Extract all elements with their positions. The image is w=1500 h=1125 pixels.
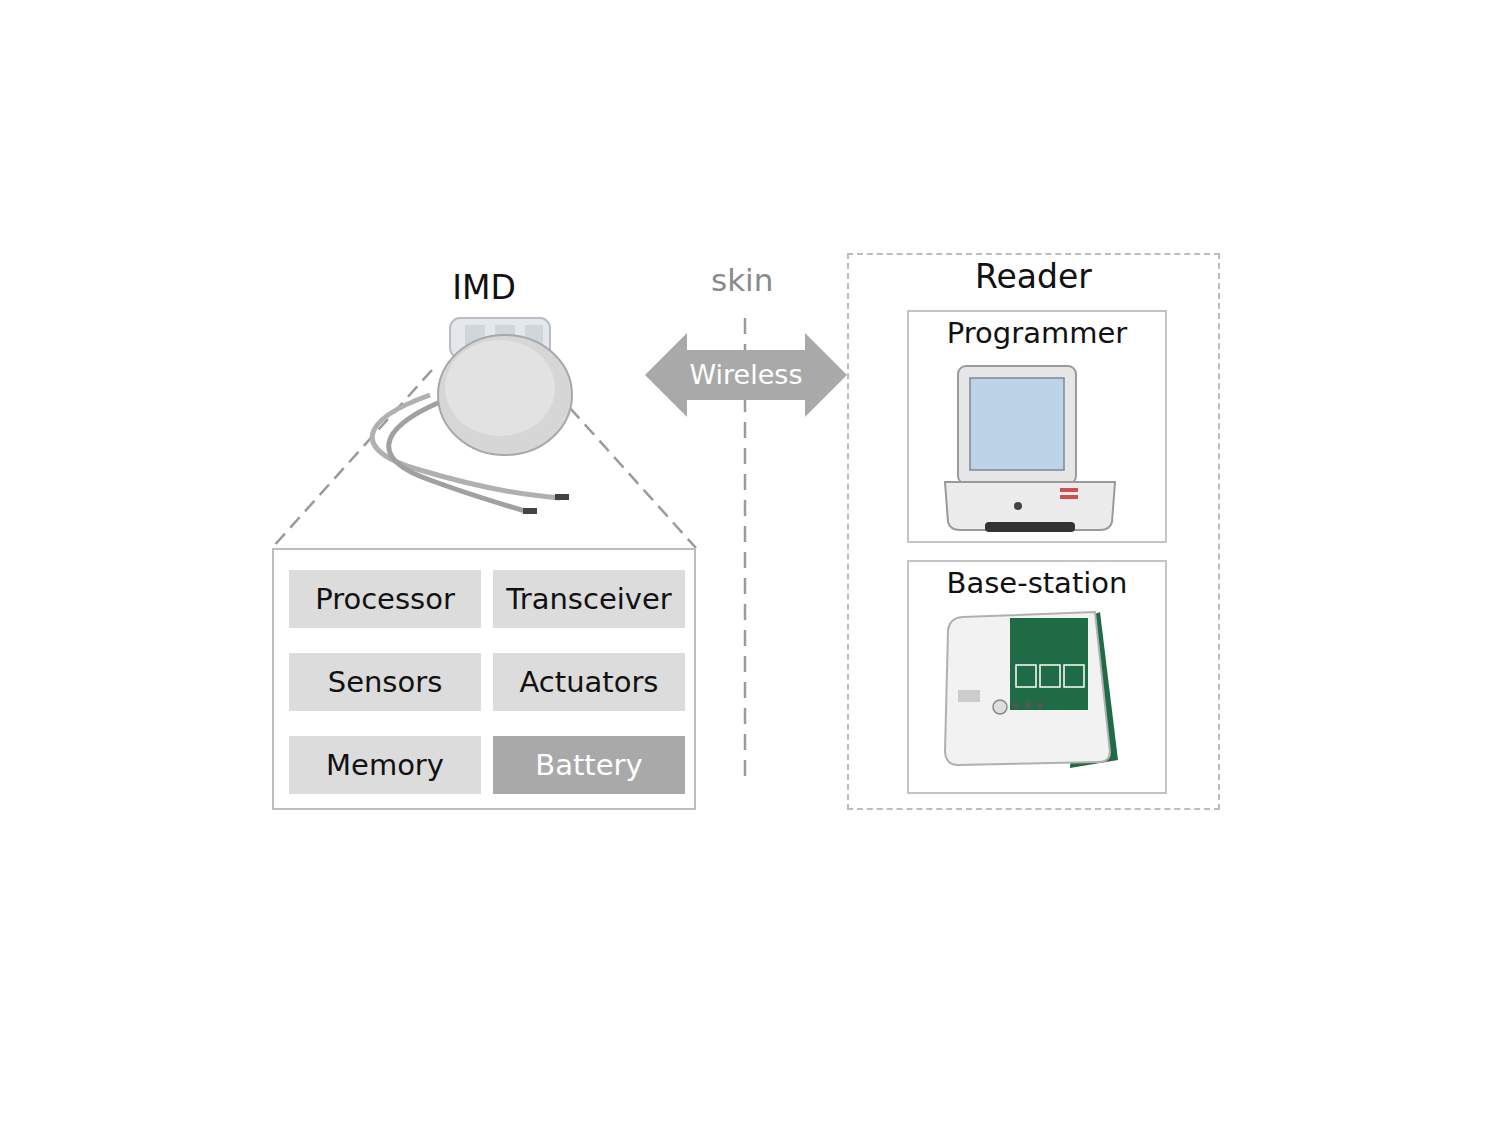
device-title: Base-station xyxy=(909,566,1165,600)
component-box: Sensors xyxy=(289,653,481,711)
battery-box: Battery xyxy=(493,736,685,794)
wireless-double-arrow xyxy=(645,333,847,417)
component-box: Transceiver xyxy=(493,570,685,628)
component-label: Transceiver xyxy=(506,582,671,616)
reader-group-box: ReaderProgrammerBase-station xyxy=(847,253,1220,810)
device-box: Base-station xyxy=(907,560,1167,794)
device-title: Programmer xyxy=(909,316,1165,350)
edge-label: Wireless xyxy=(645,356,847,394)
base-station-illustration xyxy=(945,612,1118,768)
pacemaker-illustration xyxy=(372,318,572,514)
component-label: Battery xyxy=(535,748,642,782)
skin-label: skin xyxy=(711,262,773,298)
component-box: Processor xyxy=(289,570,481,628)
leader-line xyxy=(570,408,696,548)
component-label: Processor xyxy=(315,582,455,616)
component-label: Sensors xyxy=(328,665,443,699)
component-box: Actuators xyxy=(493,653,685,711)
node-heading: IMD xyxy=(274,268,694,307)
leader-line xyxy=(272,370,432,548)
imd-components-box: IMDProcessorTransceiverSensorsActuatorsM… xyxy=(272,548,696,810)
component-box: Memory xyxy=(289,736,481,794)
component-label: Actuators xyxy=(520,665,659,699)
programmer-illustration xyxy=(945,366,1115,532)
node-heading: Reader xyxy=(849,257,1218,296)
component-label: Memory xyxy=(326,748,444,782)
device-box: Programmer xyxy=(907,310,1167,543)
